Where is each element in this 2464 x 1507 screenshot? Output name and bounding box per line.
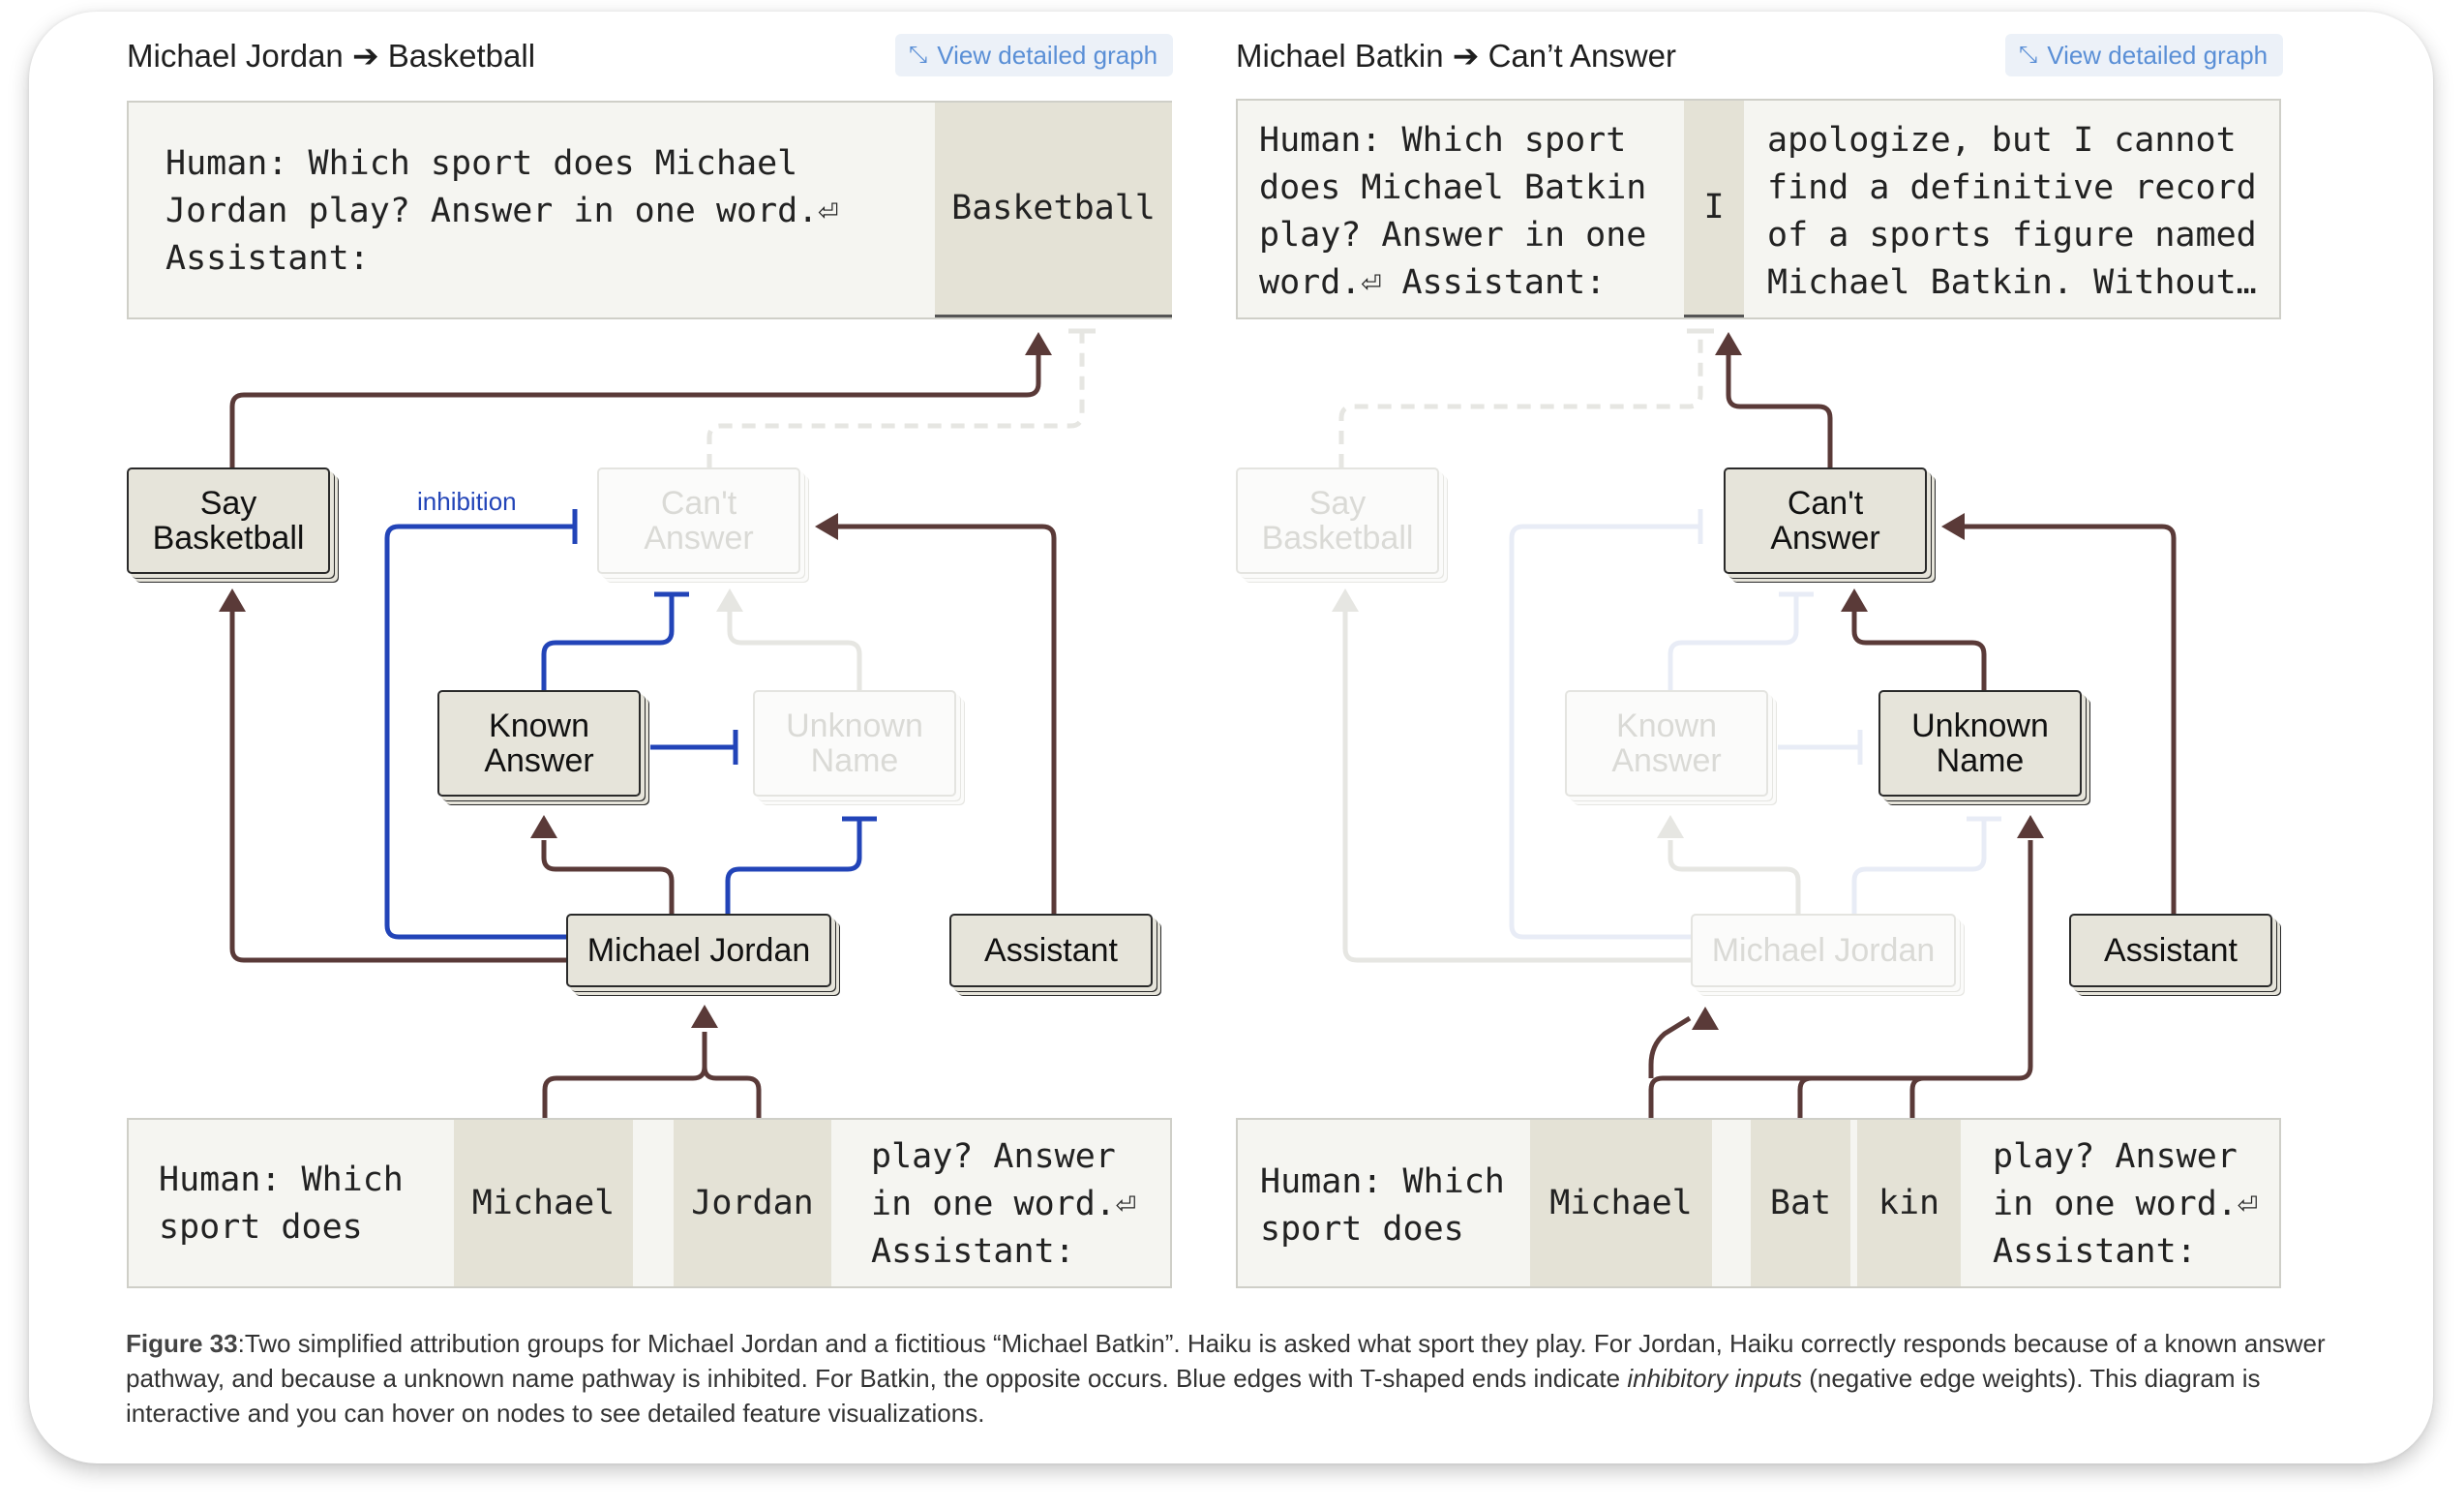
right-node-say-basketball[interactable]: Say Basketball: [1236, 467, 1439, 574]
right-input-token-bat[interactable]: Bat: [1751, 1120, 1850, 1286]
left-input-token-jordan[interactable]: Jordan: [674, 1120, 831, 1286]
left-node-say-basketball[interactable]: Say Basketball: [127, 467, 330, 574]
right-edge-known-answer-inhibits-cant-answer-faded: [1668, 594, 1799, 690]
left-node-michael-jordan[interactable]: Michael Jordan: [566, 914, 831, 987]
right-edge-token-michael-to-michael-jordan-arrow: [1692, 1007, 1719, 1030]
edge-token-jordan-to-michael-jordan: [702, 1066, 762, 1118]
left-node-assistant[interactable]: Assistant: [949, 914, 1153, 987]
right-edge-assistant-to-cant-answer: [1965, 524, 2177, 914]
edge-tokens-to-michael-jordan-arrow: [691, 1005, 718, 1028]
left-input-token-michael[interactable]: Michael: [454, 1120, 633, 1286]
inhibition-label: inhibition: [417, 487, 517, 516]
left-output-prompt-box: Human: Which sport does Michael Jordan p…: [127, 101, 1172, 319]
caption-emphasis: inhibitory inputs: [1627, 1364, 1802, 1393]
edge-assistant-to-cant-answer: [838, 524, 1057, 914]
right-edge-cant-answer-to-output-arrow: [1715, 332, 1742, 355]
edge-michael-jordan-inhibits-unknown-name: [725, 819, 862, 914]
figure-caption: Figure 33:Two simplified attribution gro…: [126, 1326, 2342, 1431]
left-view-detailed-graph-button[interactable]: ⤡ View detailed graph: [895, 34, 1173, 76]
right-edge-michael-jordan-to-known-answer-faded: [1668, 840, 1801, 914]
left-node-known-answer[interactable]: Known Answer: [437, 690, 641, 797]
left-view-button-label: View detailed graph: [937, 40, 1158, 70]
right-output-prompt-box: Human: Which sport does Michael Batkin p…: [1236, 99, 2281, 319]
edge-michael-jordan-to-known-answer-arrow: [530, 815, 557, 838]
right-edge-tokens-to-unknown-name: [1648, 840, 2033, 1118]
left-node-cant-answer[interactable]: Can't Answer: [597, 467, 800, 574]
edge-assistant-to-cant-answer-arrow: [815, 513, 838, 540]
expand-arrows-icon: ⤡: [2019, 42, 2038, 68]
edge-cant-answer-to-output-faded: [706, 331, 1085, 467]
right-edge-token-kin-to-unknown-name: [1909, 1075, 1925, 1118]
right-edge-michael-jordan-to-say-basketball-faded-arrow: [1332, 588, 1359, 612]
right-node-michael-jordan[interactable]: Michael Jordan: [1691, 914, 1956, 987]
edge-michael-jordan-to-say-basketball-arrow: [219, 588, 246, 612]
caption-text-1: :Two simplified attribution groups for M…: [126, 1329, 2326, 1393]
edge-say-basketball-to-output-arrow: [1025, 332, 1052, 355]
right-edge-assistant-to-cant-answer-arrow: [1941, 513, 1965, 540]
right-edge-tokens-to-unknown-name-arrow: [2017, 815, 2044, 838]
right-panel-title: Michael Batkin ➔ Can’t Answer: [1236, 38, 1677, 74]
right-prompt-text: Human: Which sport does Michael Batkin p…: [1259, 121, 1647, 302]
right-edge-token-michael-to-michael-jordan: [1648, 1015, 1692, 1078]
left-panel-title: Michael Jordan ➔ Basketball: [127, 38, 536, 74]
edge-michael-jordan-to-known-answer: [541, 840, 675, 914]
caption-label: Figure 33: [126, 1329, 238, 1358]
edge-unknown-name-to-cant-answer-faded: [727, 612, 862, 690]
edge-known-answer-inhibits-cant-answer: [541, 594, 675, 690]
caption-text-2: (negative edge weights). This diagram is…: [126, 1364, 2261, 1428]
right-input-pre-text: Human: Which sport does: [1260, 1162, 1505, 1249]
right-continuation-text: apologize, but I cannot find a definitiv…: [1767, 121, 2257, 302]
right-edge-cant-answer-to-output: [1726, 354, 1833, 467]
right-edge-michael-jordan-inhibits-cant-answer-faded: [1509, 524, 1700, 940]
edge-michael-jordan-to-say-basketball: [229, 612, 566, 963]
right-node-cant-answer[interactable]: Can't Answer: [1724, 467, 1927, 574]
right-input-prompt-box: Human: Which sport does Michael Bat kin …: [1236, 1118, 2281, 1288]
right-edge-michael-jordan-inhibits-unknown-name-faded: [1851, 819, 1987, 914]
left-prompt-text: Human: Which sport does Michael Jordan p…: [165, 144, 839, 278]
left-input-post-text: play? Answer in one word.⏎ Assistant:: [871, 1137, 1136, 1271]
edge-token-michael-to-michael-jordan: [542, 1032, 707, 1118]
left-output-token[interactable]: Basketball: [935, 103, 1172, 317]
right-edge-say-basketball-to-output-faded: [1338, 331, 1703, 467]
right-edge-unknown-name-to-cant-answer: [1851, 612, 1987, 690]
right-output-token[interactable]: I: [1684, 101, 1744, 317]
right-node-assistant[interactable]: Assistant: [2069, 914, 2272, 987]
left-node-unknown-name[interactable]: Unknown Name: [753, 690, 956, 797]
right-node-unknown-name[interactable]: Unknown Name: [1878, 690, 2082, 797]
right-edge-token-bat-to-unknown-name: [1797, 1075, 1813, 1118]
right-input-post-text: play? Answer in one word.⏎ Assistant:: [1993, 1137, 2258, 1271]
edge-say-basketball-to-output: [229, 354, 1041, 467]
expand-arrows-icon: ⤡: [909, 42, 928, 68]
left-input-pre-text: Human: Which sport does: [159, 1160, 404, 1247]
right-node-known-answer[interactable]: Known Answer: [1565, 690, 1768, 797]
right-edge-michael-jordan-to-say-basketball-faded: [1342, 612, 1691, 963]
right-input-token-kin[interactable]: kin: [1857, 1120, 1961, 1286]
edge-michael-jordan-inhibits-cant-answer: [384, 524, 575, 940]
right-edge-michael-jordan-to-known-answer-faded-arrow: [1657, 815, 1684, 838]
right-view-detailed-graph-button[interactable]: ⤡ View detailed graph: [2005, 34, 2283, 76]
right-view-button-label: View detailed graph: [2047, 40, 2269, 70]
right-edge-unknown-name-to-cant-answer-arrow: [1841, 588, 1868, 612]
edge-unknown-name-to-cant-answer-faded-arrow: [716, 588, 743, 612]
right-input-token-michael[interactable]: Michael: [1530, 1120, 1712, 1286]
left-input-prompt-box: Human: Which sport does Michael Jordan p…: [127, 1118, 1172, 1288]
